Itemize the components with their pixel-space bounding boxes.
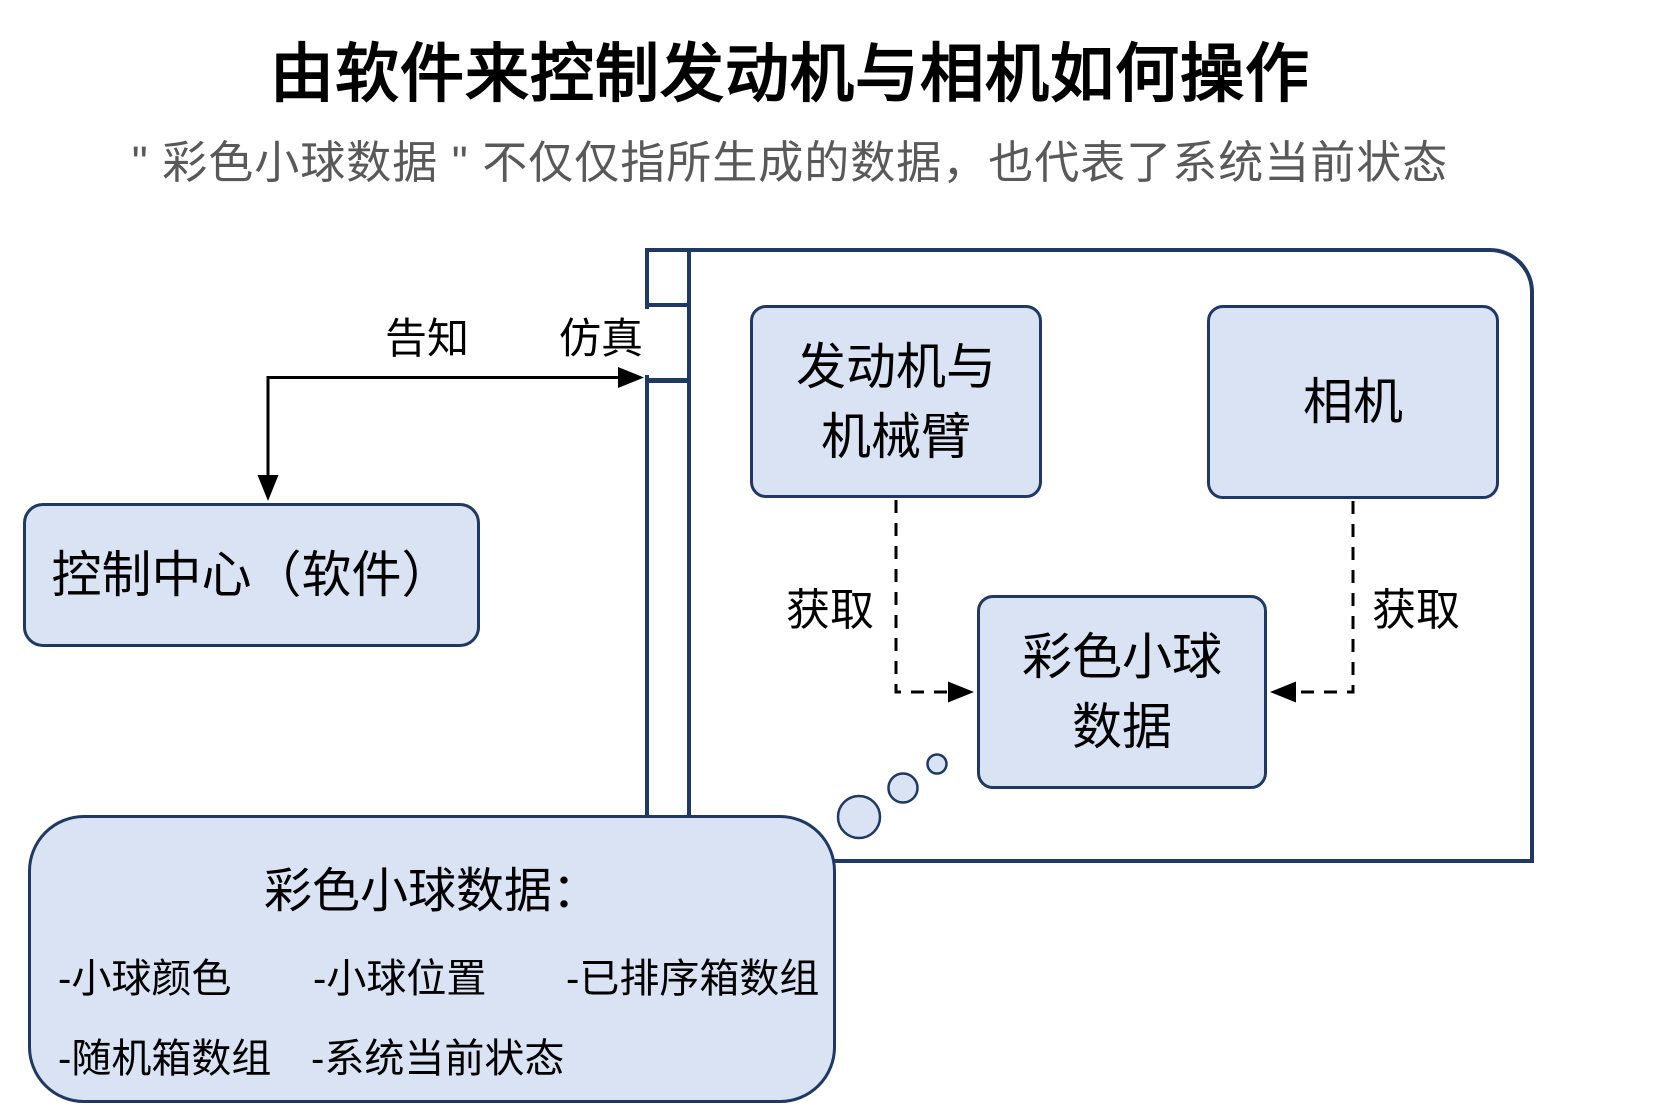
node-camera: 相机 [1207,305,1499,499]
callout-item-ball-color: -小球颜色 [58,957,232,1001]
thought-trail-circle-small [926,753,948,775]
inform-arrow [257,367,644,501]
acquire-right-arrowhead [1270,681,1296,703]
frame-notch-top-segment [645,303,691,307]
callout-item-random-box-array: -随机箱数组 [58,1037,272,1081]
node-control-center-label: 控制中心（软件） [51,547,452,603]
node-ball-data-label-line2: 数据 [1072,699,1172,755]
edge-label-acquire-right: 获取 [1372,586,1460,635]
node-engine-arm-label-line1: 发动机与 [796,338,996,395]
header: 由软件来控制发动机与相机如何操作 " 彩色小球数据 " 不仅仅指所生成的数据，也… [0,38,1580,191]
page-subtitle: " 彩色小球数据 " 不仅仅指所生成的数据，也代表了系统当前状态 [131,137,1449,188]
node-ball-data-label-line1: 彩色小球 [1022,629,1222,685]
node-camera-label: 相机 [1303,374,1403,430]
node-control-center: 控制中心（软件） [23,503,480,647]
page-title: 由软件来控制发动机与相机如何操作 [270,38,1310,110]
node-engine-arm-label-line2: 机械臂 [821,408,971,465]
callout-item-system-state: -系统当前状态 [311,1037,565,1081]
node-ball-data: 彩色小球 数据 [977,595,1267,789]
ball-data-callout: 彩色小球数据： -小球颜色 -小球位置 -已排序箱数组 -随机箱数组 -系统当前… [28,815,836,1103]
edge-label-acquire-left: 获取 [786,586,874,635]
frame-border-gap [642,309,653,375]
inform-arrowhead-down [257,475,279,501]
node-engine-arm: 发动机与 机械臂 [750,305,1042,498]
thought-trail-circle-medium [887,772,919,804]
edge-label-inform: 告知 [385,315,470,362]
thought-trail-circle-large [836,794,882,840]
acquire-arrow-right [1270,501,1355,703]
frame-notch-bottom-segment [645,378,691,383]
callout-title: 彩色小球数据： [263,865,600,918]
acquire-arrow-left [894,500,974,703]
edge-label-simulation: 仿真 [558,315,643,362]
inform-arrowhead-right [618,367,644,388]
acquire-left-arrowhead [948,681,974,703]
callout-item-ball-position: -小球位置 [313,957,487,1001]
callout-item-sorted-box-array: -已排序箱数组 [566,957,820,1001]
simulation-frame-inner-line [687,250,691,860]
